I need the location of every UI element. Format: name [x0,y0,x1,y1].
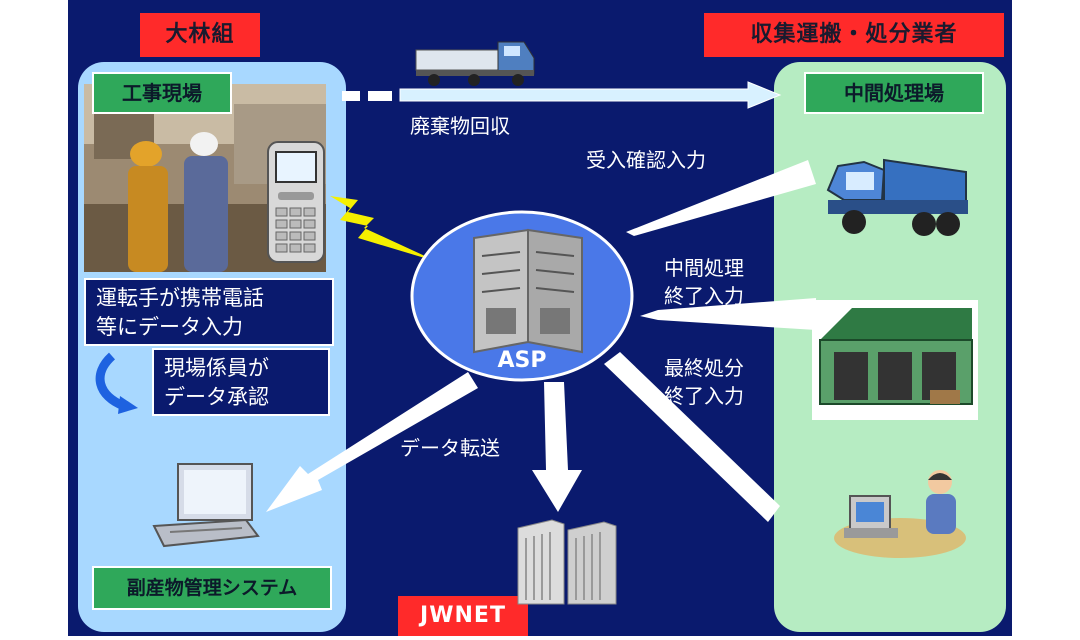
diagram-slide: ASP 大林組 収集運搬・処分業者 JWNET 工事現場 中間処理場 副産物管理… [68,0,1012,636]
receipt-confirmation-text: 受入確認入力 [586,148,706,172]
contractor-label: 収集運搬・処分業者 [704,13,1004,57]
driver-entry-line1: 運転手が携帯電話 [96,286,264,310]
final-done-text: 最終処分 終了入力 [664,354,744,410]
final-done-line1: 最終処分 [664,356,744,380]
lightning-icon [330,196,438,262]
truck-icon [414,36,538,92]
intermediate-done-line1: 中間処理 [664,256,744,280]
driver-entry-line2: 等にデータ入力 [96,315,243,339]
jwnet-server-icon [512,514,622,610]
staff-approval-box: 現場係員が データ承認 [152,348,330,416]
mobile-phone-icon [266,140,326,268]
office-worker-icon [830,466,980,566]
construction-site-box: 工事現場 [92,72,232,114]
byproduct-system-box: 副産物管理システム [92,566,332,610]
dump-truck-icon [824,150,974,250]
jwnet-label: JWNET [398,596,528,636]
asp-label: ASP [497,348,547,373]
intermediate-plant-box: 中間処理場 [804,72,984,114]
final-done-line2: 終了入力 [664,384,744,408]
obayashi-label: 大林組 [140,13,260,57]
data-transfer-text: データ転送 [400,436,500,460]
warehouse-icon [812,300,978,420]
driver-entry-box: 運転手が携帯電話 等にデータ入力 [84,278,334,346]
construction-site-photo [84,84,326,272]
waste-collection-text: 廃棄物回収 [410,114,510,138]
laptop-icon [144,460,264,560]
staff-approval-line2: データ承認 [164,385,269,409]
staff-approval-line1: 現場係員が [164,356,269,380]
intermediate-done-text: 中間処理 終了入力 [664,254,744,310]
intermediate-done-line2: 終了入力 [664,284,744,308]
curved-arrow-icon [95,352,126,411]
server-rack-icon [468,226,588,358]
